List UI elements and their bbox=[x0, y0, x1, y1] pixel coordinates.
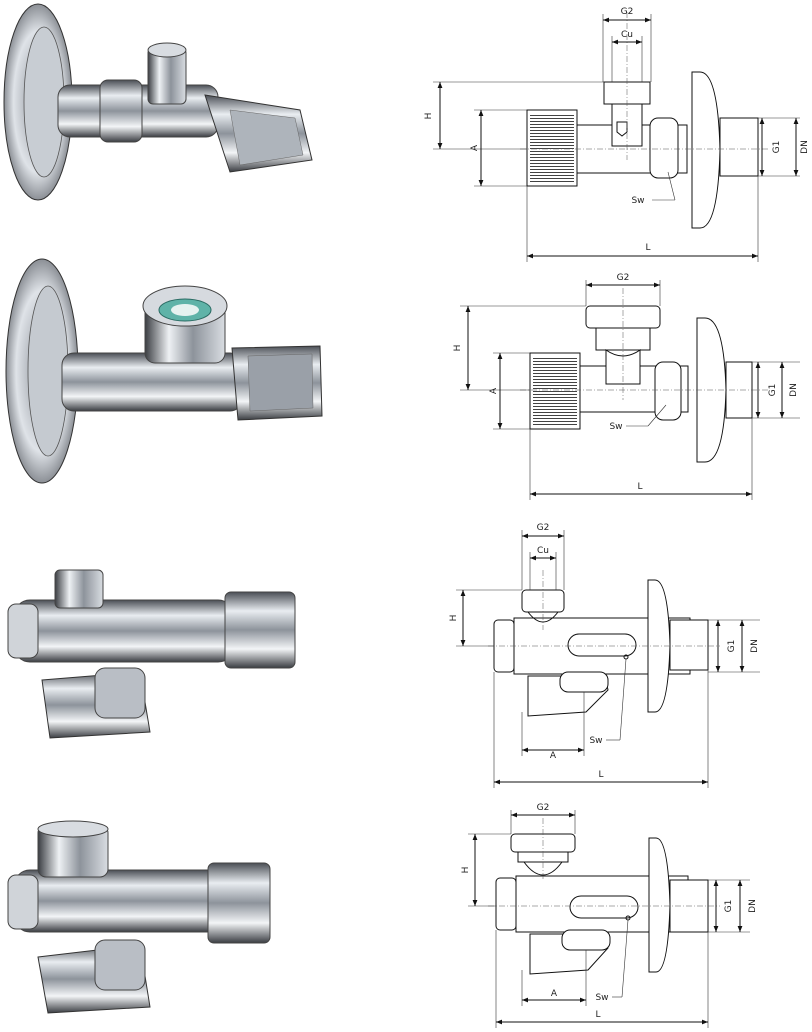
drawing-3: G2 Cu H G1 DN A Sw L bbox=[449, 523, 760, 788]
dim-h: H bbox=[453, 345, 463, 352]
dim-sw: Sw bbox=[595, 993, 608, 1003]
valve-photo-2 bbox=[5, 258, 323, 484]
dim-a: A bbox=[550, 751, 557, 761]
dim-g1: G1 bbox=[768, 384, 778, 397]
dim-g2: G2 bbox=[537, 523, 550, 533]
dim-l: L bbox=[595, 1010, 600, 1020]
dim-h: H bbox=[449, 615, 459, 622]
dim-g2: G2 bbox=[537, 803, 550, 813]
dim-a: A bbox=[551, 989, 558, 999]
dim-h: H bbox=[424, 113, 434, 120]
dim-dn: DN bbox=[800, 140, 810, 154]
dim-dn: DN bbox=[748, 899, 758, 913]
dim-g1: G1 bbox=[727, 640, 737, 653]
dim-g1: G1 bbox=[724, 900, 734, 913]
dim-g1: G1 bbox=[772, 141, 782, 154]
dim-dn: DN bbox=[789, 383, 799, 397]
dim-sw: Sw bbox=[589, 736, 602, 746]
dim-l: L bbox=[645, 243, 650, 253]
valve-photo-1 bbox=[3, 3, 313, 201]
drawing-2: G2 H A G1 DN Sw L bbox=[453, 273, 800, 500]
dim-l: L bbox=[598, 770, 603, 780]
dim-g2: G2 bbox=[621, 7, 634, 17]
dim-dn: DN bbox=[750, 639, 760, 653]
dim-g2: G2 bbox=[617, 273, 630, 283]
dim-a: A bbox=[489, 387, 499, 394]
dim-sw: Sw bbox=[631, 196, 644, 206]
dim-cu: Cu bbox=[537, 546, 549, 556]
drawing-4: G2 H G1 DN A Sw L bbox=[461, 803, 758, 1028]
dim-l: L bbox=[637, 482, 642, 492]
dim-sw: Sw bbox=[609, 422, 622, 432]
valve-photo-3 bbox=[7, 569, 296, 739]
dim-a: A bbox=[470, 144, 480, 151]
valve-photo-4 bbox=[7, 820, 271, 1014]
drawing-1: G2 Cu H A G1 DN Sw L bbox=[424, 7, 810, 262]
dim-cu: Cu bbox=[621, 30, 633, 40]
dim-h: H bbox=[461, 867, 471, 874]
